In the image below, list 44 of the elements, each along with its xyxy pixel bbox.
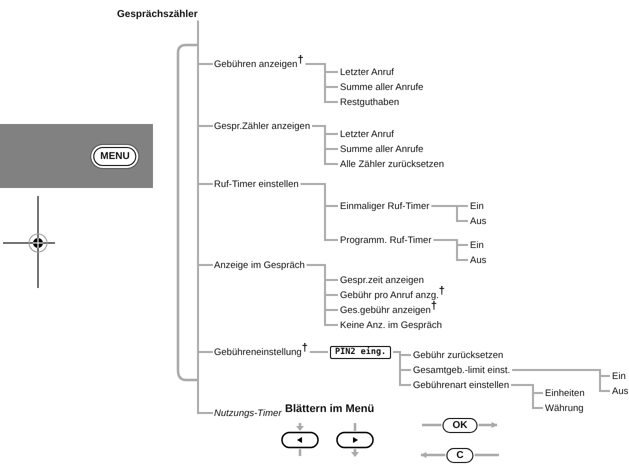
menu-item: Gesamtgeb.-limit einst. xyxy=(413,364,510,376)
menu-item: Programm. Ruf-Timer xyxy=(340,234,432,246)
menu-item: Ein xyxy=(470,238,484,252)
menu-connector xyxy=(512,369,610,392)
menu-item: Anzeige im Gespräch xyxy=(214,258,305,272)
menu-connector xyxy=(420,452,446,458)
menu-item: Aus xyxy=(470,214,486,228)
menu-connector xyxy=(300,183,338,241)
menu-heading: Gesprächszähler xyxy=(117,8,198,20)
menu-item: Gespr.zeit anzeigen xyxy=(340,274,424,286)
menu-connector xyxy=(422,424,442,426)
menu-connector xyxy=(474,454,499,456)
caption: Blättern im Menü xyxy=(285,403,374,415)
menu-item: Ein xyxy=(612,370,626,382)
menu-connector xyxy=(306,63,338,103)
menu-item: Aus xyxy=(470,254,486,266)
menu-connector xyxy=(393,351,411,386)
menu-item: Letzter Anruf xyxy=(340,66,394,78)
menu-item: Summe aller Anrufe xyxy=(340,142,424,156)
nav-key: OK xyxy=(442,418,478,432)
menu-connector xyxy=(306,264,338,326)
menu-connector xyxy=(197,20,213,414)
menu-item: Währung xyxy=(545,402,584,414)
menu-item: Gebühr zurücksetzen xyxy=(413,348,504,362)
menu-item: Gebührenart einstellen xyxy=(413,378,510,392)
nav-key: C xyxy=(446,448,474,462)
menu-connector xyxy=(431,205,468,222)
menu-item: Einheiten xyxy=(545,386,585,400)
menu-item: Letzter Anruf xyxy=(340,128,394,140)
menu-connector xyxy=(312,125,338,165)
menu-item: Keine Anz. im Gespräch xyxy=(340,318,442,332)
menu-item: Alle Zähler zurücksetzen xyxy=(340,158,444,170)
menu-connector xyxy=(511,384,543,409)
menu-item: Summe aller Anrufe xyxy=(340,80,424,94)
menu-item: Restguthaben xyxy=(340,96,400,108)
menu-item: Aus xyxy=(612,384,628,398)
menu-item: Ein xyxy=(470,200,484,212)
menu-item: Ruf-Timer einstellen xyxy=(214,178,299,190)
menu-connector xyxy=(310,351,328,353)
display-label: PIN2 eing. xyxy=(330,346,392,358)
menu-item: Nutzungs-Timer xyxy=(214,406,282,420)
menu-connector xyxy=(478,422,498,428)
menu-item: Einmaliger Ruf-Timer xyxy=(340,200,430,212)
menu-item: Gespr.Zähler anzeigen xyxy=(214,120,310,132)
